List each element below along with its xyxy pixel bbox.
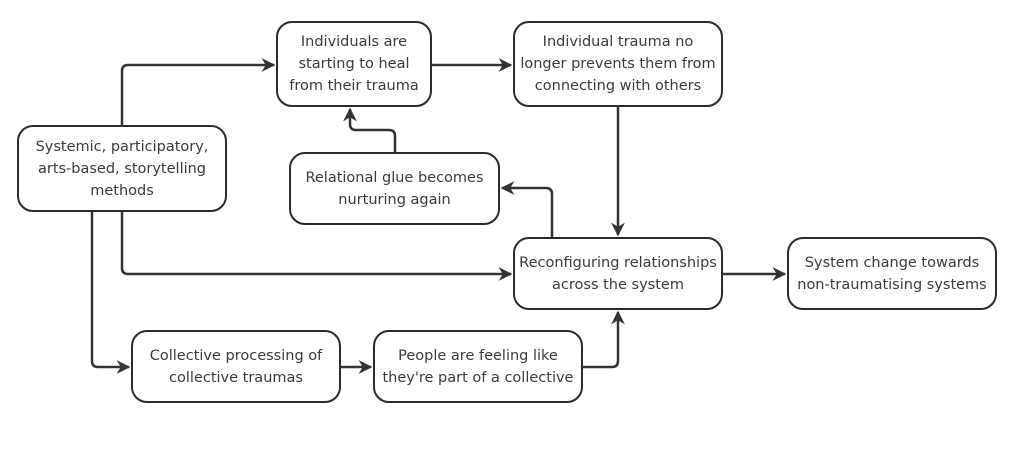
node-heal: Individuals are starting to heal from th… (276, 21, 432, 107)
node-change: System change towards non-traumatising s… (787, 237, 997, 310)
node-collective-feeling: People are feeling like they're part of … (373, 330, 583, 403)
node-collective-feeling-label: People are feeling like they're part of … (382, 347, 574, 386)
edge-glue-to-heal (343, 107, 397, 152)
node-glue-label: Relational glue becomes nurturing again (305, 169, 484, 208)
node-heal-label: Individuals are starting to heal from th… (289, 34, 419, 94)
node-reconfig-label: Reconfiguring relationships across the s… (519, 254, 717, 293)
edge-collective-feeling-to-reconfig (583, 310, 625, 369)
edge-methods-to-reconfig (120, 212, 513, 281)
node-collective-processing-label: Collective processing of collective trau… (149, 347, 323, 386)
node-methods: Systemic, participatory, arts-based, sto… (17, 125, 227, 212)
edge-methods-to-collective-processing (90, 212, 131, 374)
node-change-label: System change towards non-traumatising s… (797, 254, 987, 293)
edge-methods-to-heal (120, 58, 276, 125)
node-reconfig: Reconfiguring relationships across the s… (513, 237, 723, 310)
edge-reconfig-to-glue (500, 181, 554, 237)
node-connect: Individual trauma no longer prevents the… (513, 21, 723, 107)
node-methods-label: Systemic, participatory, arts-based, sto… (35, 138, 209, 199)
node-connect-label: Individual trauma no longer prevents the… (520, 34, 716, 94)
node-glue: Relational glue becomes nurturing again (289, 152, 500, 225)
node-collective-processing: Collective processing of collective trau… (131, 330, 341, 403)
